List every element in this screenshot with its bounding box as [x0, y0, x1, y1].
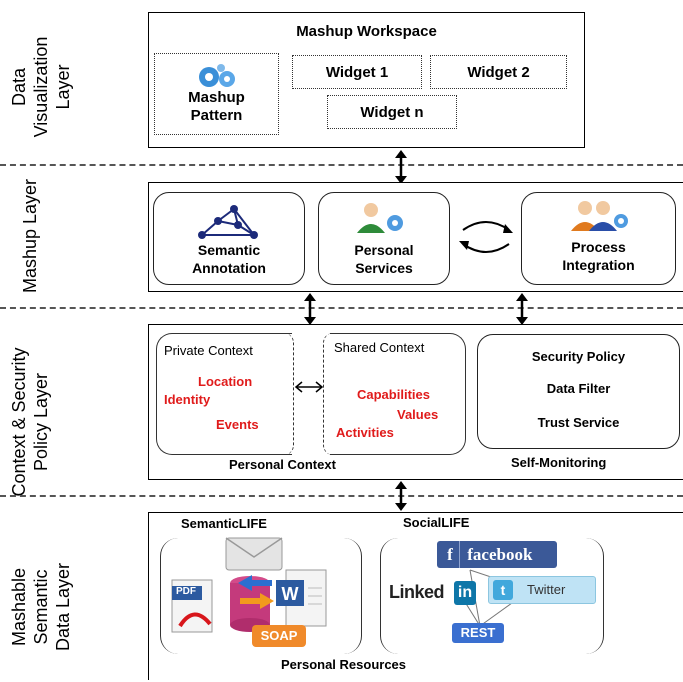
- cycle-arrows-icon: [459, 221, 513, 253]
- self-monitoring-label: Self-Monitoring: [511, 455, 607, 470]
- arrow-refresh-icon: [238, 575, 274, 609]
- trust-service-label: Trust Service: [537, 415, 620, 430]
- network-icon: [198, 205, 258, 239]
- capabilities-label: Capabilities: [357, 387, 430, 402]
- team-icon: [571, 201, 628, 231]
- shared-context-bracket-right: [330, 333, 466, 455]
- personal-services-box: Personal Services: [318, 192, 450, 285]
- semanticlife-label: SemanticLIFE: [181, 516, 267, 531]
- facebook-badge: f facebook: [437, 541, 557, 568]
- identity-label: Identity: [164, 392, 211, 407]
- separator-2: [0, 307, 683, 309]
- events-label: Events: [216, 417, 259, 432]
- arrow-context-data: [395, 481, 407, 511]
- rest-badge: REST: [452, 623, 504, 643]
- separator-3: [0, 495, 683, 497]
- location-label: Location: [198, 374, 253, 389]
- twitter-t-icon: t: [493, 580, 513, 600]
- self-monitoring-box: Security Policy Data Filter Trust Servic…: [477, 334, 680, 449]
- activities-label: Activities: [336, 425, 394, 440]
- data-filter-label: Data Filter: [546, 381, 611, 396]
- facebook-f-icon: f: [441, 541, 460, 568]
- values-label: Values: [397, 407, 439, 422]
- sociallife-bracket: [380, 538, 604, 654]
- process-integration-box: Process Integration: [521, 192, 676, 285]
- svg-text:W: W: [282, 584, 299, 604]
- widget-1-box: Widget 1: [292, 55, 422, 89]
- semantic-annotation-label: Semantic Annotation: [192, 242, 266, 276]
- private-context-bracket-right: [284, 333, 294, 455]
- user-icon: [357, 203, 403, 233]
- soap-badge: SOAP: [252, 625, 306, 647]
- process-integration-label: Process Integration: [562, 239, 635, 273]
- layer-label-mashup: Mashup Layer: [20, 178, 40, 294]
- twitter-badge: t Twitter: [488, 576, 596, 604]
- linkedin-in-badge: in: [454, 581, 476, 605]
- mashup-pattern-label: Mashup Pattern: [188, 89, 245, 124]
- pdf-icon: [171, 579, 213, 633]
- pdf-label: PDF: [176, 586, 196, 597]
- mashup-workspace-title: Mashup Workspace: [296, 23, 437, 40]
- arrow-viz-mashup: [395, 150, 407, 184]
- arrow-mashup-context-right: [516, 293, 528, 325]
- shared-context-label: Shared Context: [334, 340, 425, 355]
- semantic-annotation-box: Semantic Annotation: [153, 192, 305, 285]
- widget-2-box: Widget 2: [430, 55, 567, 89]
- widget-n-box: Widget n: [327, 95, 457, 129]
- mashup-pattern-box: Mashup Pattern: [154, 53, 279, 135]
- mashup-workspace-box: Mashup Workspace Mashup Pattern Widget 1…: [148, 12, 585, 148]
- personal-resources-label: Personal Resources: [281, 657, 407, 672]
- word-icon: W: [276, 569, 327, 627]
- security-policy-label: Security Policy: [531, 349, 626, 364]
- sociallife-label: SocialLIFE: [403, 515, 470, 530]
- layer-label-visualization: Data Visualization Layer: [9, 36, 73, 138]
- private-context-bracket: [156, 333, 292, 455]
- email-icon: [225, 537, 283, 571]
- twitter-label: Twitter: [527, 582, 566, 597]
- personal-services-label: Personal Services: [354, 242, 414, 276]
- shared-context-bracket: [323, 333, 333, 455]
- arrow-mashup-context-left: [304, 293, 316, 325]
- personal-context-label: Personal Context: [229, 457, 336, 472]
- gear-icon: [198, 64, 235, 87]
- linkedin-label: Linked: [389, 582, 445, 602]
- layer-label-context: Context & Security Policy Layer: [9, 347, 51, 497]
- semanticlife-bracket: [160, 538, 362, 654]
- private-context-label: Private Context: [164, 343, 253, 358]
- arrow-private-shared: [294, 381, 324, 393]
- separator-1: [0, 164, 683, 166]
- layer-label-data: Mashable Semantic Data Layer: [9, 562, 73, 652]
- facebook-label: facebook: [467, 545, 533, 564]
